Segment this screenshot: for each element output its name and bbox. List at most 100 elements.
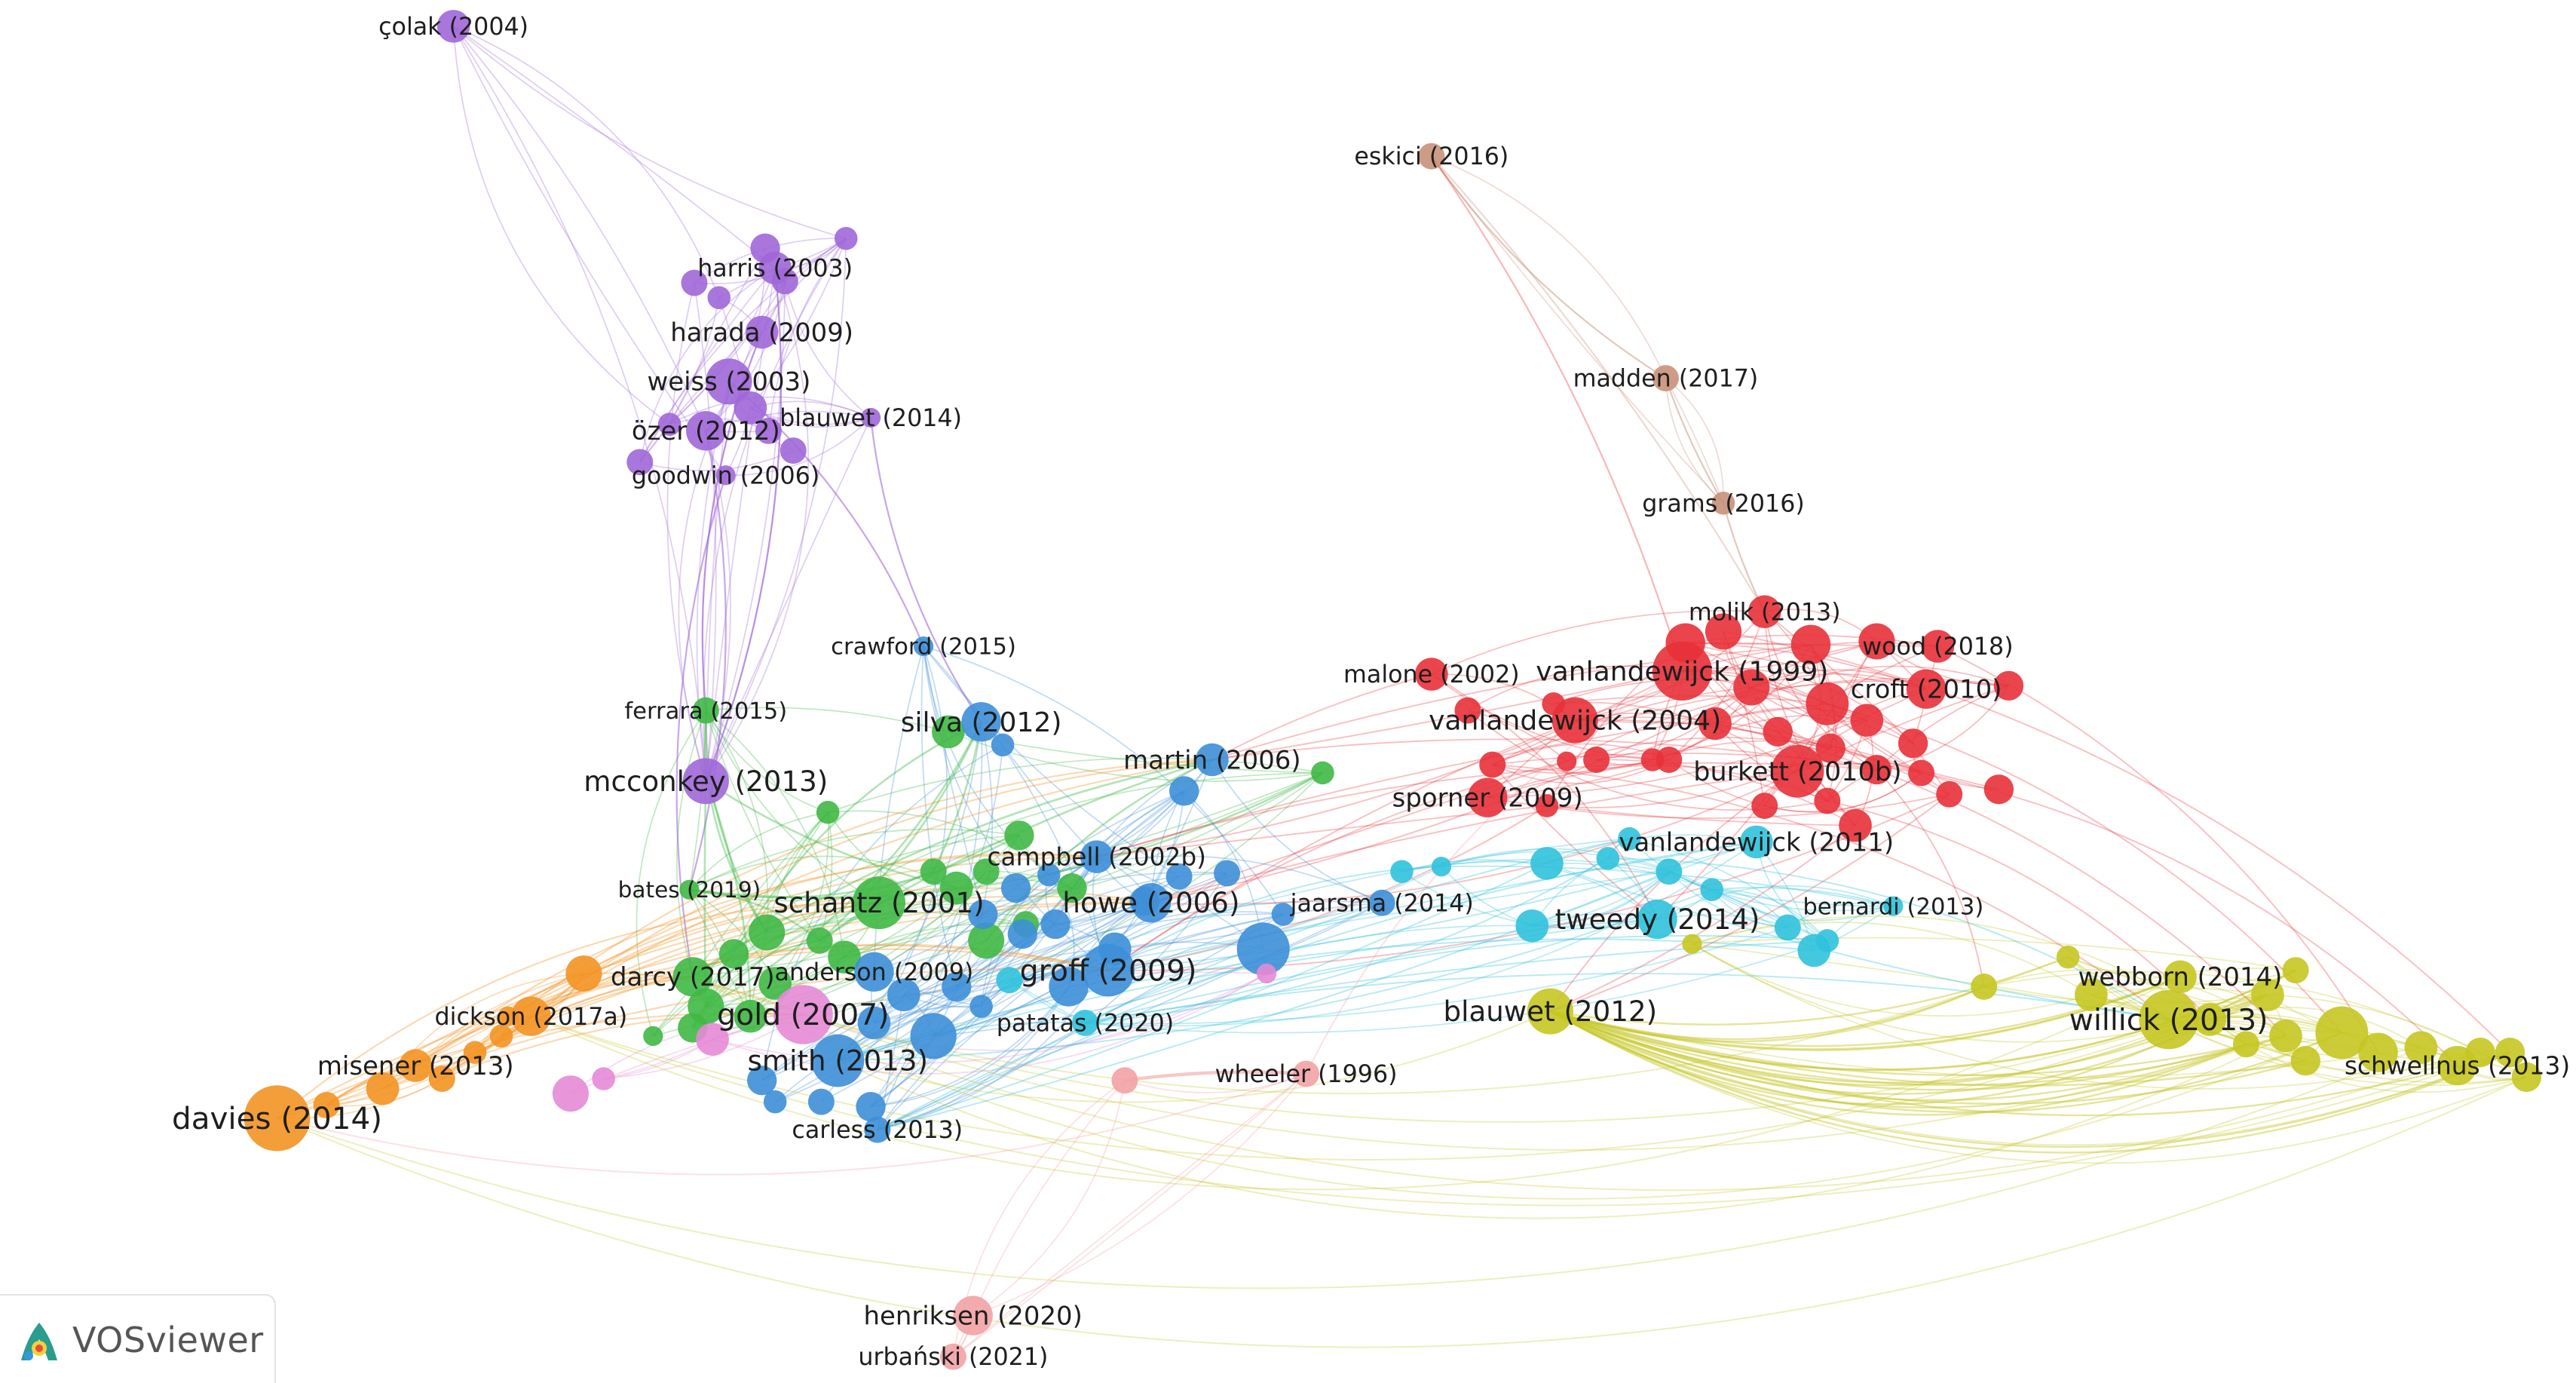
network-node[interactable]: [1656, 858, 1683, 885]
network-node[interactable]: [1908, 759, 1935, 787]
node-label[interactable]: martin (2006): [1123, 745, 1300, 774]
network-node[interactable]: [1007, 919, 1037, 949]
network-node[interactable]: [734, 999, 767, 1033]
network-node[interactable]: [834, 226, 858, 250]
network-node[interactable]: [2315, 1006, 2369, 1059]
network-node[interactable]: [746, 1066, 777, 1096]
network-node[interactable]: [807, 1088, 835, 1115]
network-node[interactable]: [1815, 733, 1845, 763]
network-node[interactable]: [1815, 929, 1839, 952]
network-node-green[interactable]: [672, 957, 713, 997]
node-label[interactable]: goodwin (2006): [632, 462, 819, 489]
network-node[interactable]: [1515, 909, 1549, 943]
network-node[interactable]: [1682, 934, 1702, 954]
network-node-red[interactable]: [1921, 630, 1955, 663]
network-node[interactable]: [1431, 857, 1452, 877]
network-node[interactable]: [2251, 978, 2284, 1012]
network-node[interactable]: [1049, 967, 1089, 1007]
network-node[interactable]: [931, 715, 965, 749]
network-node[interactable]: [1057, 872, 1087, 903]
node-label[interactable]: silva (2012): [901, 707, 1062, 738]
network-node[interactable]: [920, 858, 947, 885]
network-node-blue[interactable]: [913, 636, 934, 657]
network-node-pink[interactable]: [939, 1343, 966, 1370]
network-node-red[interactable]: [1414, 658, 1448, 691]
node-label[interactable]: urbański (2021): [858, 1344, 1048, 1371]
network-node[interactable]: [1557, 751, 1577, 771]
network-node[interactable]: [592, 1067, 615, 1090]
network-node[interactable]: [1390, 860, 1414, 884]
node-label[interactable]: bates (2019): [618, 877, 761, 903]
network-node[interactable]: [968, 899, 998, 930]
network-node[interactable]: [552, 1075, 589, 1112]
node-label[interactable]: molik (2013): [1689, 599, 1841, 626]
network-node[interactable]: [1040, 909, 1071, 940]
network-node[interactable]: [1004, 820, 1034, 851]
network-node-purple[interactable]: [706, 358, 752, 405]
node-label[interactable]: dickson (2017a): [435, 1004, 628, 1031]
network-node[interactable]: [657, 412, 682, 436]
network-node-green[interactable]: [679, 879, 700, 900]
network-node[interactable]: [1763, 716, 1793, 747]
node-label[interactable]: crawford (2015): [831, 634, 1016, 661]
network-node-red[interactable]: [1551, 697, 1598, 744]
network-node[interactable]: [2269, 1020, 2302, 1053]
network-node[interactable]: [1037, 863, 1061, 887]
network-node-orange[interactable]: [244, 1085, 311, 1151]
network-node[interactable]: [1583, 747, 1610, 773]
node-label[interactable]: vanlandewijck (1999): [1536, 656, 1828, 687]
network-node[interactable]: [780, 437, 807, 464]
network-node[interactable]: [1454, 697, 1481, 724]
network-node[interactable]: [1733, 669, 1770, 706]
network-node-purple[interactable]: [682, 758, 729, 805]
network-node[interactable]: [942, 971, 972, 1002]
network-node-orange[interactable]: [511, 996, 551, 1036]
network-node[interactable]: [968, 922, 1005, 959]
node-label[interactable]: henriksen (2020): [864, 1301, 1083, 1330]
node-label[interactable]: wheeler (1996): [1215, 1061, 1398, 1088]
network-node-purple[interactable]: [686, 411, 726, 451]
network-node[interactable]: [856, 1092, 886, 1122]
network-node-brown[interactable]: [1652, 365, 1679, 392]
network-node[interactable]: [939, 871, 973, 905]
node-label[interactable]: groff (2009): [1020, 954, 1197, 988]
network-node[interactable]: [1271, 903, 1295, 926]
network-node[interactable]: [707, 286, 731, 309]
network-node[interactable]: [1898, 728, 1928, 759]
network-node[interactable]: [1814, 787, 1841, 814]
node-label[interactable]: harada (2009): [670, 317, 853, 347]
node-label[interactable]: howe (2006): [1062, 887, 1239, 919]
network-node-blue[interactable]: [1368, 889, 1395, 916]
network-node-red[interactable]: [1467, 777, 1508, 817]
network-node-red[interactable]: [1747, 595, 1781, 629]
network-node[interactable]: [1774, 914, 1801, 941]
network-node[interactable]: [2290, 1045, 2320, 1076]
network-node[interactable]: [2358, 1032, 2398, 1072]
network-node[interactable]: [1700, 878, 1724, 902]
network-node-purple[interactable]: [758, 251, 792, 285]
network-node[interactable]: [1596, 847, 1620, 870]
node-label[interactable]: özer (2012): [632, 416, 780, 446]
network-node[interactable]: [1861, 754, 1892, 785]
network-node-blue[interactable]: [1195, 743, 1229, 777]
network-node[interactable]: [816, 801, 840, 824]
network-node-red[interactable]: [1771, 744, 1824, 798]
network-node-cyan[interactable]: [1883, 896, 1904, 916]
network-node[interactable]: [1311, 761, 1334, 785]
network-node[interactable]: [2232, 1031, 2259, 1058]
network-node[interactable]: [1858, 623, 1895, 660]
node-label[interactable]: patatas (2020): [997, 1010, 1174, 1038]
node-label[interactable]: blauwet (2014): [780, 405, 962, 432]
network-node[interactable]: [2282, 957, 2309, 984]
network-node[interactable]: [991, 733, 1015, 757]
network-node[interactable]: [489, 1024, 513, 1048]
network-node[interactable]: [1530, 847, 1564, 880]
network-node[interactable]: [1850, 704, 1884, 737]
network-node[interactable]: [1656, 747, 1683, 773]
network-node[interactable]: [1936, 780, 1963, 808]
network-node-purple[interactable]: [745, 315, 779, 349]
network-node[interactable]: [1165, 863, 1193, 890]
network-node-yellow[interactable]: [2139, 989, 2199, 1050]
network-node-cyan[interactable]: [1739, 825, 1773, 859]
node-label[interactable]: smith (2013): [748, 1045, 929, 1078]
